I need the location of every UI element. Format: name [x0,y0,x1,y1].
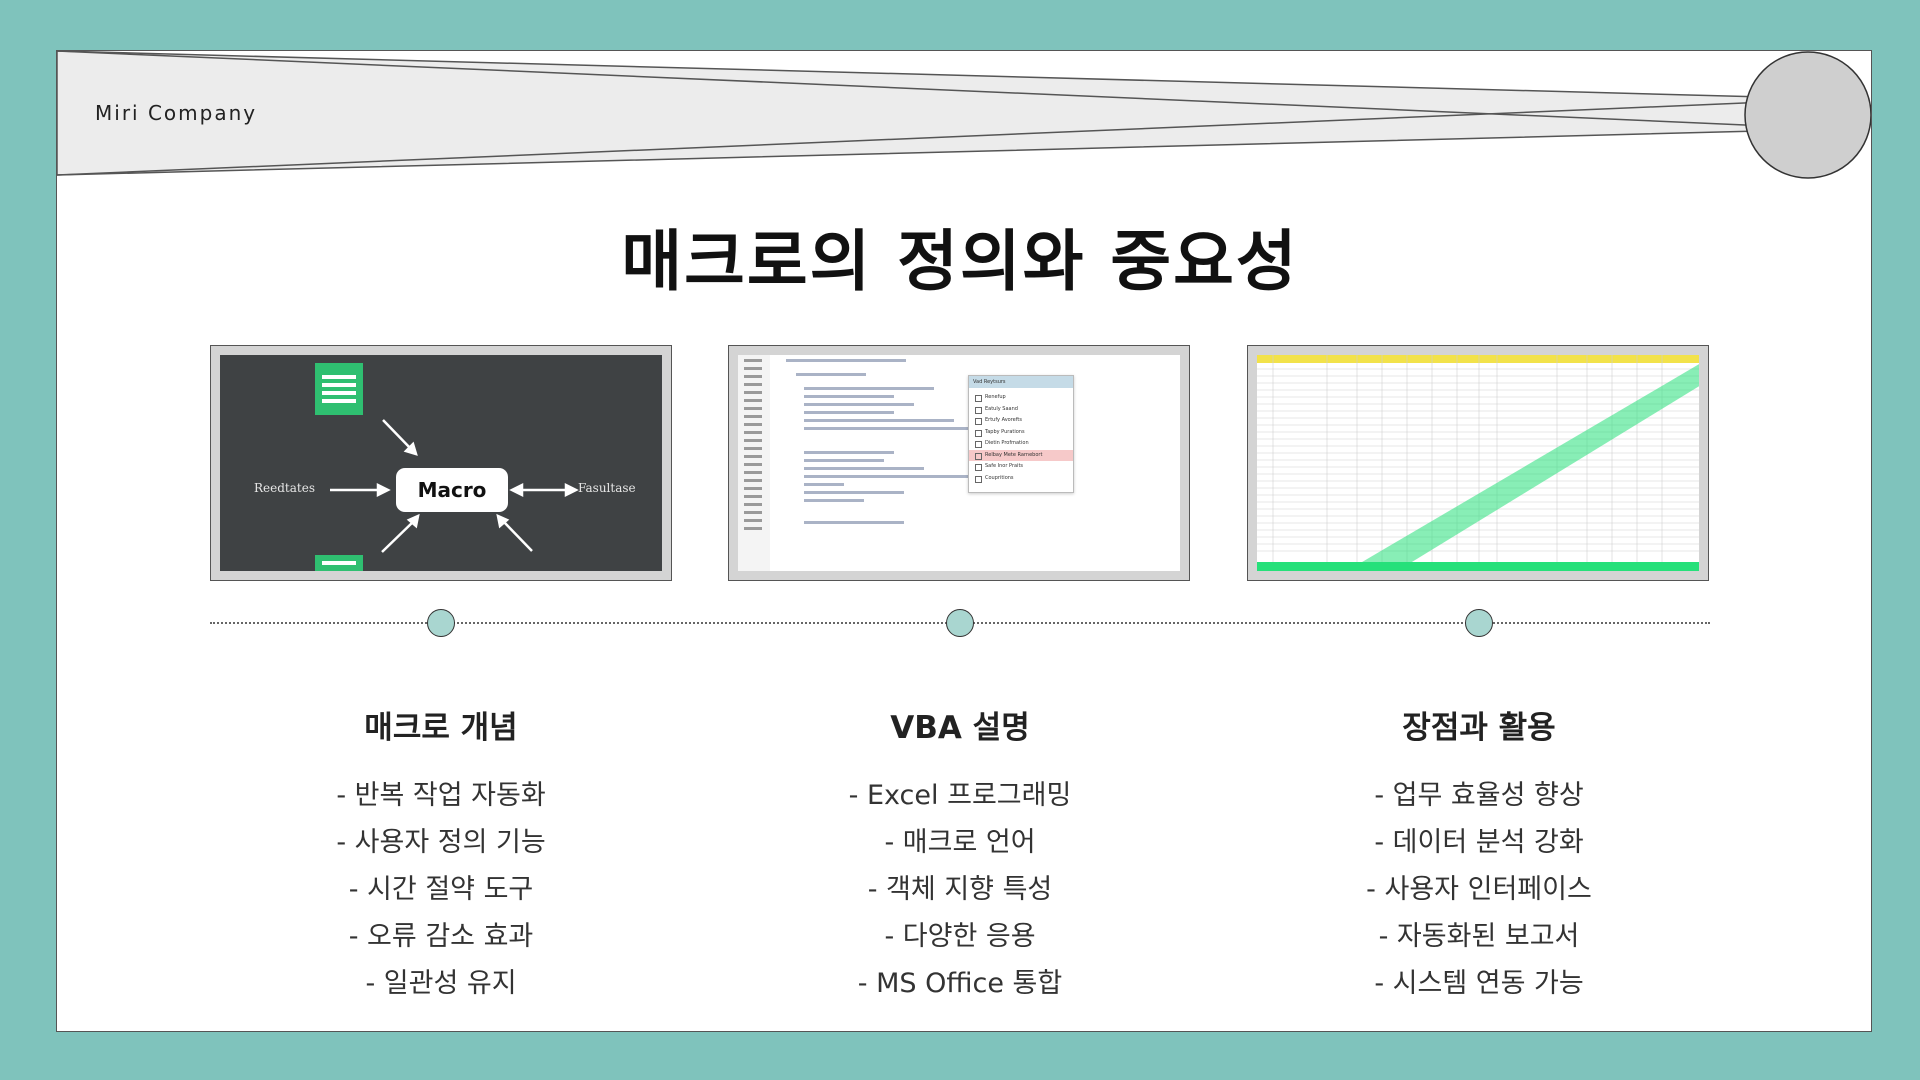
list-item: - 반복 작업 자동화 [336,780,546,811]
header-banner [57,51,1871,179]
context-menu-item: Dietin Profmation [969,438,1073,450]
list-item: - 데이터 분석 강화 [1374,827,1584,858]
context-menu-title: Vad Reytsurs [969,376,1073,388]
list-item: - 일관성 유지 [365,968,517,999]
list-item: - 오류 감소 효과 [348,921,534,952]
list-item: - 사용자 인터페이스 [1366,874,1592,905]
column-title: 장점과 활용 [1402,710,1556,746]
code-lines [738,355,984,571]
context-menu-item: Safe Inor Praits [969,461,1073,473]
timeline-dot [427,609,455,637]
context-menu-item: Tapby Purations [969,427,1073,439]
page-title: 매크로의 정의와 중요성 [621,223,1299,300]
decorative-circle [1744,51,1871,179]
timeline-dot [946,609,974,637]
list-item: - 객체 지향 특성 [867,874,1053,905]
spreadsheet-icon [315,363,363,415]
spreadsheet-icon [315,555,363,571]
timeline-dot [1465,609,1493,637]
list-item: - 시스템 연동 가능 [1374,968,1584,999]
list-item: - 자동화된 보고서 [1378,921,1580,952]
list-item: - MS Office 통합 [857,968,1063,999]
context-menu-item: Renefup [969,392,1073,404]
column-macro-concept: 매크로 개념 - 반복 작업 자동화 - 사용자 정의 기능 - 시간 절약 도… [231,708,651,1007]
list-item: - 다양한 응용 [884,921,1036,952]
column-title: 매크로 개념 [364,710,518,746]
column-vba: VBA 설명 - Excel 프로그래밍 - 매크로 언어 - 객체 지향 특성… [750,708,1170,1007]
company-name: Miri Company [95,101,258,125]
spreadsheet-grid [1257,355,1699,571]
list-item: - 시간 절약 도구 [348,874,534,905]
column-title: VBA 설명 [890,710,1030,746]
list-item: - 매크로 언어 [884,827,1036,858]
context-menu-item: Eatuly Saand [969,404,1073,416]
code-editor: Vad Reytsurs Renefup Eatuly Saand Ertufy… [738,355,1180,571]
macro-output-label: Fasultase [578,481,636,495]
context-menu: Vad Reytsurs Renefup Eatuly Saand Ertufy… [968,375,1074,493]
thumbnail-spreadsheet [1247,345,1709,581]
thumbnail-macro-diagram: Macro Reedtates Fasultase [210,345,672,581]
macro-box: Macro [396,468,508,512]
list-item: - 업무 효율성 향상 [1374,780,1584,811]
list-item: - 사용자 정의 기능 [336,827,546,858]
context-menu-item: Ertufy Avorefts [969,415,1073,427]
macro-input-label: Reedtates [254,481,315,495]
context-menu-item-highlighted: Relbay Mete Rarnebort [969,449,1073,461]
column-benefits: 장점과 활용 - 업무 효율성 향상 - 데이터 분석 강화 - 사용자 인터페… [1269,708,1689,1007]
thumbnail-code-editor: Vad Reytsurs Renefup Eatuly Saand Ertufy… [728,345,1190,581]
context-menu-item: Coupritions [969,473,1073,485]
macro-diagram-arrows [315,363,579,571]
list-item: - Excel 프로그래밍 [848,780,1072,811]
